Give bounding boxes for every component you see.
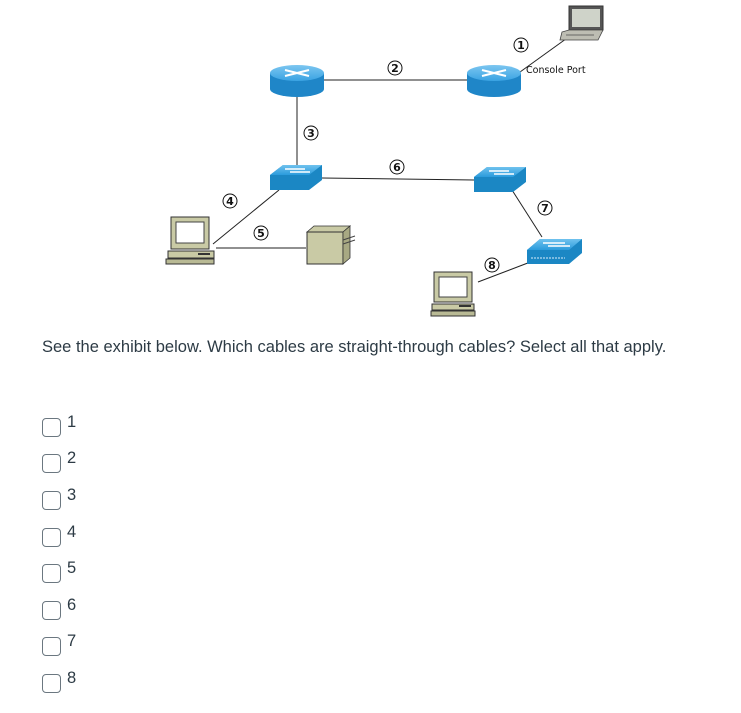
cable-label-4: 4	[222, 193, 238, 209]
computer-left-icon	[165, 216, 215, 265]
option-2[interactable]: 2	[42, 446, 76, 483]
cable-4	[212, 189, 280, 245]
checkbox[interactable]	[42, 417, 61, 437]
option-7[interactable]: 7	[42, 629, 76, 666]
svg-text:7: 7	[541, 202, 549, 215]
console-port-label: Console Port	[526, 65, 586, 76]
cable-label-6: 6	[389, 159, 405, 175]
svg-text:6: 6	[393, 161, 401, 174]
checkbox[interactable]	[42, 673, 61, 693]
option-label: 5	[67, 559, 77, 578]
option-1[interactable]: 1	[42, 409, 76, 446]
laptop-icon	[559, 5, 604, 41]
switch-left-icon	[270, 165, 322, 190]
svg-text:4: 4	[226, 195, 234, 208]
cable-label-3: 3	[303, 125, 319, 141]
cable-label-1: 1	[513, 37, 529, 53]
computer-bottom-icon	[430, 271, 476, 317]
checkbox[interactable]	[42, 454, 61, 474]
option-label: 1	[67, 412, 77, 431]
switch-bottom-icon	[527, 239, 582, 264]
router-right-icon	[467, 65, 521, 97]
answer-options: 1 2 3 4 5 6 7 8	[42, 409, 76, 702]
checkbox[interactable]	[42, 637, 61, 657]
cable-6	[321, 177, 475, 181]
option-label: 3	[67, 485, 77, 504]
option-label: 8	[67, 668, 77, 687]
svg-text:3: 3	[307, 127, 315, 140]
cable-label-7: 7	[537, 200, 553, 216]
network-exhibit-diagram: 1 2 3 4 5 6 7 8 Console Port	[165, 5, 604, 317]
cable-7	[511, 189, 543, 238]
option-3[interactable]: 3	[42, 482, 76, 519]
checkbox[interactable]	[42, 600, 61, 620]
option-8[interactable]: 8	[42, 665, 76, 702]
cable-label-2: 2	[387, 60, 403, 76]
option-4[interactable]: 4	[42, 519, 76, 556]
cable-label-5: 5	[253, 225, 269, 241]
option-label: 4	[67, 522, 77, 541]
option-label: 6	[67, 595, 77, 614]
cables	[212, 35, 571, 283]
cable-1	[519, 35, 571, 73]
svg-text:2: 2	[391, 62, 399, 75]
svg-text:8: 8	[488, 259, 496, 272]
question-text: See the exhibit below. Which cables are …	[42, 338, 667, 356]
svg-text:5: 5	[257, 227, 265, 240]
router-left-icon	[270, 65, 324, 97]
option-5[interactable]: 5	[42, 555, 76, 592]
checkbox[interactable]	[42, 527, 61, 547]
svg-text:1: 1	[517, 39, 525, 52]
option-label: 7	[67, 632, 77, 651]
checkbox[interactable]	[42, 490, 61, 510]
option-label: 2	[67, 449, 77, 468]
cable-8	[477, 260, 534, 283]
option-6[interactable]: 6	[42, 592, 76, 629]
cable-label-8: 8	[484, 257, 500, 273]
switch-right-icon	[474, 167, 526, 192]
checkbox[interactable]	[42, 564, 61, 584]
printer-icon	[305, 225, 356, 265]
